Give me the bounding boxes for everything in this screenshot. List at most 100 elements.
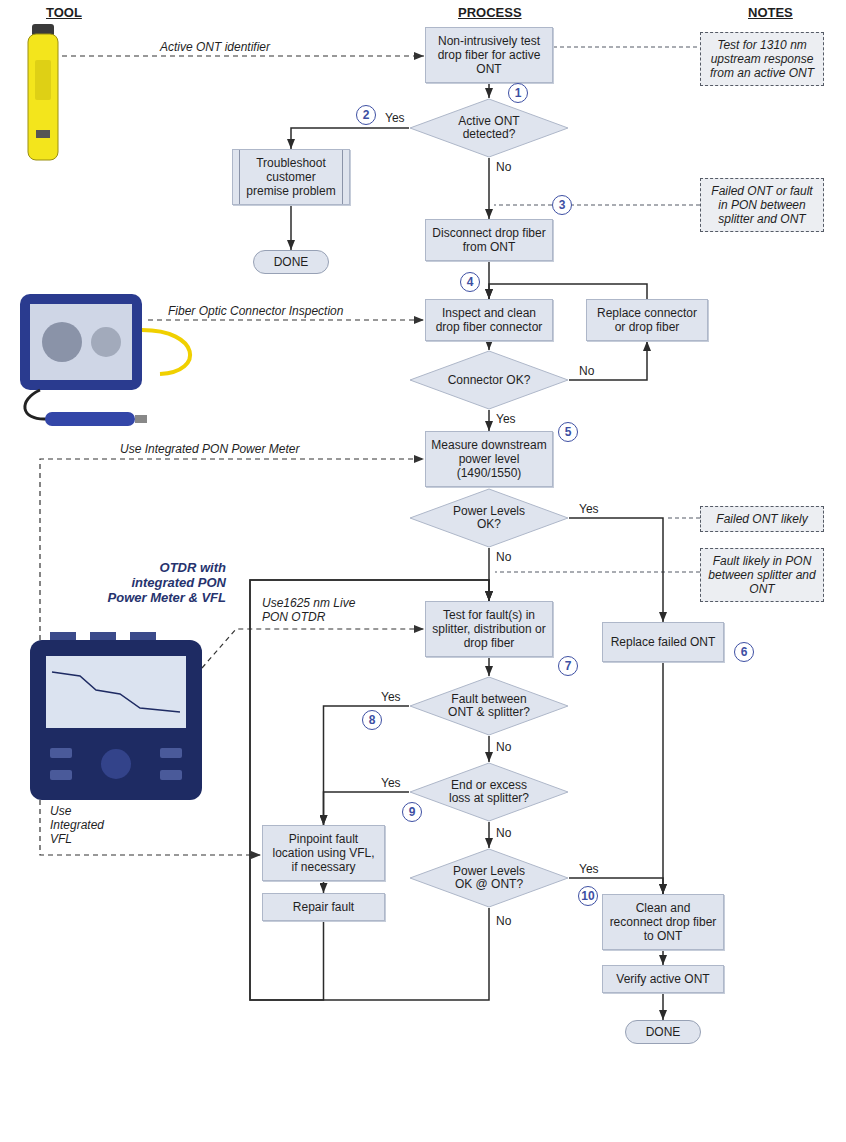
callout-circle: 9 [402, 802, 422, 822]
callout-number: 9 [409, 806, 416, 818]
connector [569, 518, 663, 622]
probe-body [45, 412, 135, 426]
process-box: Measure downstream power level (1490/155… [425, 431, 553, 487]
callout-circle: 4 [460, 272, 480, 292]
connector [323, 881, 325, 893]
connector [488, 657, 490, 676]
callout-number: 3 [559, 199, 566, 211]
note-box: Fault likely in PON between splitter and… [700, 548, 824, 602]
callout-circle: 3 [552, 195, 572, 215]
fiber-image [42, 322, 82, 362]
node-text: Verify active ONT [616, 972, 709, 986]
terminator: DONE [625, 1020, 701, 1044]
side-bar [239, 150, 240, 204]
node-text: Measure downstream power level (1490/155… [431, 438, 547, 480]
node-text: Non-intrusively test drop fiber for acti… [431, 34, 547, 76]
process-box: Repair fault [262, 893, 385, 921]
tool-leader [62, 55, 424, 56]
diamond-shape [410, 351, 568, 409]
diamond-shape [410, 489, 568, 547]
tool-name: OTDR with integrated PON Power Meter & V… [104, 560, 226, 605]
note-leader [572, 204, 700, 205]
tool-caption: Use1625 nm Live PON OTDR [262, 596, 362, 624]
tablet-screen [30, 304, 132, 380]
callout-circle: 10 [578, 886, 598, 906]
decision-diamond: Fault between ONT & splitter? [409, 676, 569, 736]
process-box: Test for fault(s) in splitter, distribut… [425, 601, 553, 657]
tool-leader [202, 629, 424, 668]
connector [488, 158, 490, 219]
node-text: Replace failed ONT [611, 635, 716, 649]
tablet-body [20, 294, 142, 390]
decision-diamond: Connector OK? [409, 350, 569, 410]
connector [488, 341, 490, 350]
callout-circle: 7 [558, 656, 578, 676]
node-text: Connector OK? [447, 374, 531, 387]
note-leader [553, 46, 700, 47]
tool-button [36, 130, 50, 138]
otdr-screen [46, 656, 186, 728]
node-text: Troubleshoot customer premise problem [245, 156, 337, 198]
diamond-shape [410, 763, 568, 821]
tool-caption: Use Integrated PON Power Meter [120, 442, 299, 456]
edge-label: No [495, 160, 512, 174]
process-box: Inspect and clean drop fiber connector [425, 299, 553, 341]
process-box: Verify active ONT [602, 965, 724, 993]
process-box: Replace failed ONT [602, 622, 724, 662]
tool-caption: Active ONT identifier [160, 40, 270, 54]
diamond-shape [410, 849, 568, 907]
predefined-process-box: Troubleshoot customer premise problem [232, 149, 350, 205]
callout-number: 7 [565, 660, 572, 672]
tool-caption: Fiber Optic Connector Inspection [168, 304, 343, 318]
node-text: Power Levels OK? [447, 505, 531, 531]
connector [662, 993, 664, 1020]
decision-diamond: Power Levels OK? [409, 488, 569, 548]
decision-diamond: End or excess loss at splitter? [409, 762, 569, 822]
node-text: Failed ONT or fault in PON between split… [705, 184, 819, 226]
node-text: Failed ONT likely [716, 512, 807, 526]
probe-tip [135, 415, 147, 423]
connector [662, 950, 664, 965]
tool-body [28, 34, 58, 160]
node-text: DONE [646, 1025, 681, 1039]
node-text: Disconnect drop fiber from ONT [431, 226, 547, 254]
tool-caption: Use Integrated VFL [50, 804, 122, 846]
connector [290, 205, 292, 250]
edge-label: Yes [380, 776, 402, 790]
otdr-keypad [101, 749, 131, 779]
process-box: Disconnect drop fiber from ONT [425, 219, 553, 261]
diamond-shape [410, 99, 568, 157]
terminator: DONE [253, 250, 329, 274]
otdr-button [50, 770, 72, 780]
node-text: Test for 1310 nm upstream response from … [705, 38, 819, 80]
connector [488, 410, 490, 431]
callout-circle: 1 [508, 83, 528, 103]
tool-leader [40, 800, 261, 855]
callout-circle: 8 [362, 710, 382, 730]
callout-number: 5 [565, 426, 572, 438]
otdr-button [160, 770, 182, 780]
probe-cable [25, 390, 46, 419]
connector [569, 341, 647, 380]
process-box: Replace connector or drop fiber [586, 299, 708, 341]
node-text: Test for fault(s) in splitter, distribut… [431, 608, 547, 650]
connector [488, 736, 490, 762]
tool-leader [148, 319, 424, 320]
note-box: Failed ONT likely [700, 506, 824, 532]
decision-diamond: Power Levels OK @ ONT? [409, 848, 569, 908]
edge-label: No [495, 740, 512, 754]
inspection-scope-tool [20, 294, 190, 426]
process-box: Clean and reconnect drop fiber to ONT [602, 894, 724, 950]
tool-leaders [40, 56, 424, 855]
connector [324, 792, 410, 825]
node-text: Replace connector or drop fiber [592, 306, 702, 334]
node-text: Power Levels OK @ ONT? [447, 865, 531, 891]
callout-circle: 5 [558, 422, 578, 442]
node-text: Fault likely in PON between splitter and… [705, 554, 819, 596]
note-leader [668, 517, 700, 518]
callout-number: 10 [581, 890, 594, 902]
otdr-button [160, 748, 182, 758]
side-bar [342, 150, 343, 204]
node-text: Fault between ONT & splitter? [447, 693, 531, 719]
